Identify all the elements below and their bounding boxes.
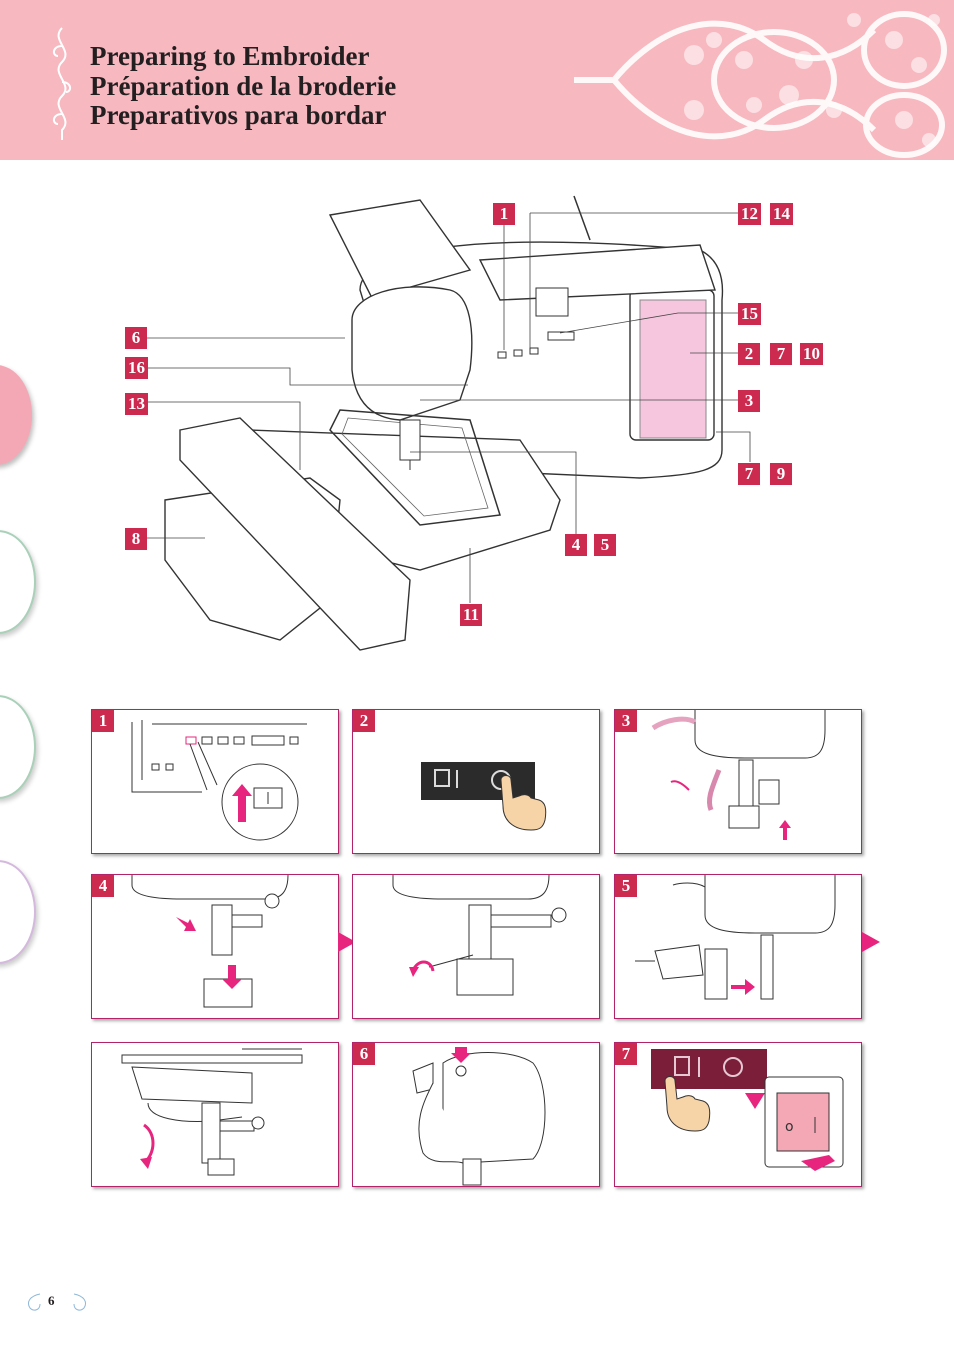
step-panel-4b bbox=[352, 874, 600, 1019]
embroidery-machine-illustration bbox=[147, 195, 751, 651]
page-number: 6 bbox=[48, 1293, 55, 1308]
chapter-tab-3[interactable] bbox=[0, 695, 36, 799]
step-panel-7: o 7 bbox=[614, 1042, 862, 1187]
callout-5: 5 bbox=[594, 534, 616, 556]
step-panel-4: 4 bbox=[91, 874, 339, 1019]
lcd-screen bbox=[639, 299, 707, 439]
step-number-5: 5 bbox=[615, 875, 637, 897]
step-panel-3: 3 bbox=[614, 709, 862, 854]
step-number-7: 7 bbox=[615, 1043, 637, 1065]
callout-9: 9 bbox=[770, 463, 792, 485]
callout-10: 10 bbox=[800, 343, 823, 365]
callout-3: 3 bbox=[738, 390, 760, 412]
step-panel-6: 6 bbox=[352, 1042, 600, 1187]
footer-ornament bbox=[27, 1293, 87, 1311]
page-header: Preparing to Embroider Préparation de la… bbox=[0, 0, 954, 160]
title-english: Preparing to Embroider bbox=[90, 41, 370, 71]
title-french: Préparation de la broderie bbox=[90, 70, 397, 101]
callout-15: 15 bbox=[738, 303, 761, 325]
callout-4: 4 bbox=[565, 534, 587, 556]
callout-13: 13 bbox=[125, 393, 148, 415]
callout-2: 2 bbox=[738, 343, 760, 365]
callout-11: 11 bbox=[460, 604, 483, 626]
next-arrow-2 bbox=[862, 932, 880, 952]
step-number-2: 2 bbox=[353, 710, 375, 732]
title-spanish: Preparativos para bordar bbox=[90, 100, 387, 130]
step-panel-5b bbox=[91, 1042, 339, 1187]
step-number-6: 6 bbox=[353, 1043, 375, 1065]
callout-8: 8 bbox=[125, 528, 147, 550]
svg-text:o: o bbox=[785, 1119, 794, 1135]
page-title: Preparing to Embroider Préparation de la… bbox=[90, 41, 397, 131]
callout-7a: 7 bbox=[770, 343, 792, 365]
lace-decoration bbox=[574, 11, 947, 158]
step-panel-1: 1 bbox=[91, 709, 339, 854]
page-footer: 6 bbox=[22, 1290, 92, 1314]
callout-1: 1 bbox=[493, 203, 515, 225]
callout-12: 12 bbox=[738, 203, 761, 225]
step-number-4: 4 bbox=[92, 875, 114, 897]
callout-16: 16 bbox=[125, 357, 148, 379]
step-panel-2: 2 bbox=[352, 709, 600, 854]
callout-7b: 7 bbox=[738, 463, 760, 485]
step-number-1: 1 bbox=[92, 710, 114, 732]
step-panel-5: 5 bbox=[614, 874, 862, 1019]
next-arrow-1 bbox=[338, 932, 356, 952]
callout-6: 6 bbox=[125, 327, 147, 349]
chapter-tab-4[interactable] bbox=[0, 860, 36, 964]
flourish-ornament bbox=[52, 27, 72, 140]
step-number-3: 3 bbox=[615, 710, 637, 732]
callout-14: 14 bbox=[770, 203, 793, 225]
